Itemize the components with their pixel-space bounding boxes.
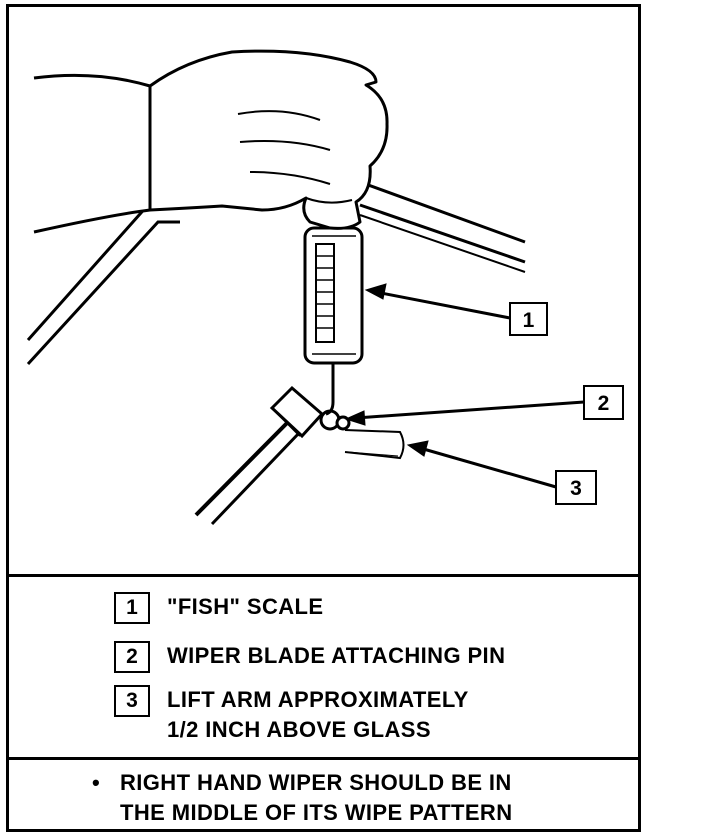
wiper-position-note: • RIGHT HAND WIPER SHOULD BE IN THE MIDD…: [92, 768, 612, 828]
callout-3-number: 3: [570, 477, 582, 500]
legend-label-3: LIFT ARM APPROXIMATELY 1/2 INCH ABOVE GL…: [167, 685, 469, 745]
legend-item-2: 2 WIPER BLADE ATTACHING PIN: [114, 641, 505, 673]
fish-scale: [305, 218, 362, 414]
callout-3: 3: [556, 471, 596, 504]
callout-1-number: 1: [523, 309, 535, 332]
legend-number-1: 1: [114, 592, 150, 624]
note-bullet: •: [92, 768, 100, 798]
legend-label-1: "FISH" SCALE: [167, 592, 323, 622]
legend-number-3: 3: [114, 685, 150, 717]
legend-item-1: 1 "FISH" SCALE: [114, 592, 323, 624]
note-text: RIGHT HAND WIPER SHOULD BE IN THE MIDDLE…: [120, 768, 612, 828]
legend-label-2: WIPER BLADE ATTACHING PIN: [167, 641, 505, 671]
hand: [34, 51, 387, 232]
wiper-blade-attaching-pin: [321, 411, 349, 429]
callout-1: 1: [510, 303, 547, 335]
wiper-lift-arm: [345, 430, 404, 458]
callout-2: 2: [584, 386, 623, 419]
legend-number-2: 2: [114, 641, 150, 673]
legend-item-3: 3 LIFT ARM APPROXIMATELY 1/2 INCH ABOVE …: [114, 685, 469, 745]
callout-2-number: 2: [598, 392, 610, 415]
wiper-blade: [196, 388, 322, 524]
